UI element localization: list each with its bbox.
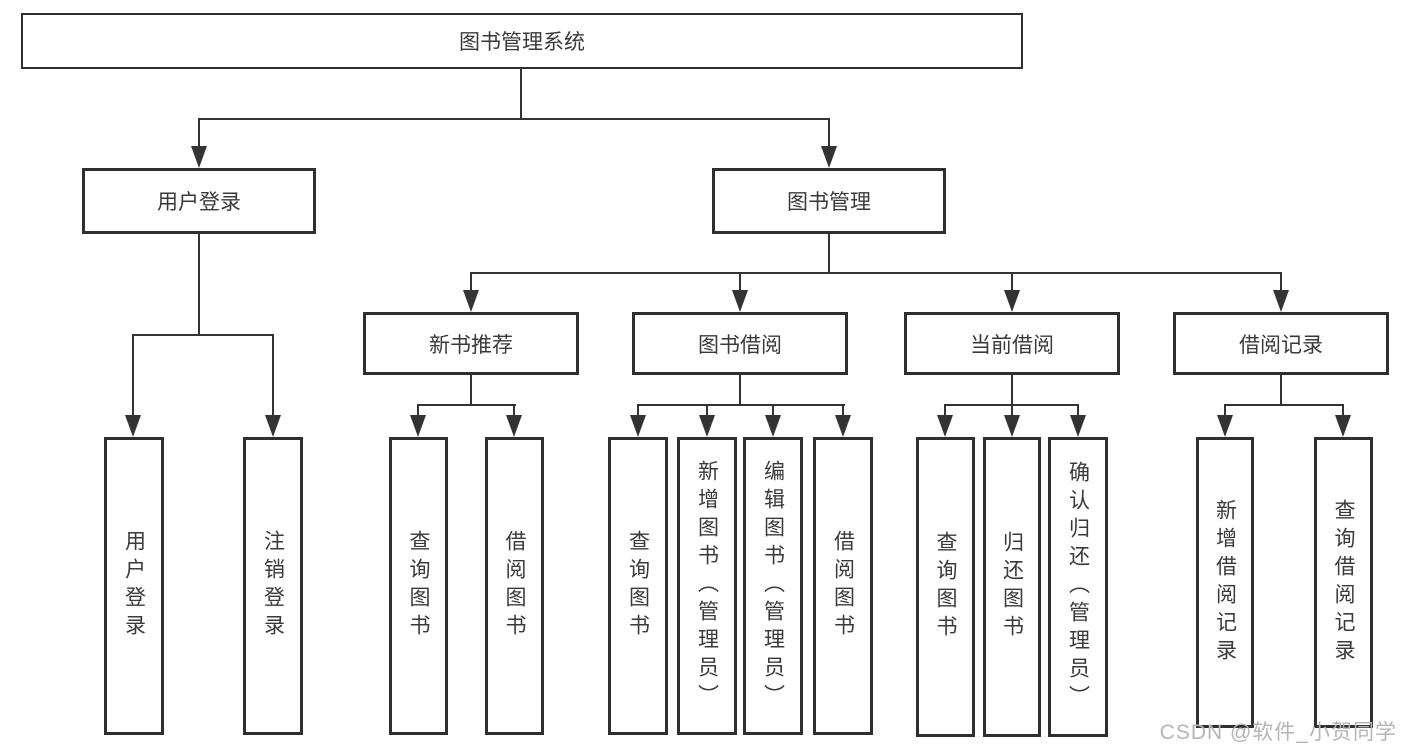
connector-line	[417, 404, 419, 417]
leaf-edit-books-admin: 编辑图书（管理员）	[743, 437, 803, 735]
leaf-query-books-recommend: 查询图书	[389, 437, 448, 735]
connector-line	[1342, 404, 1344, 417]
connector-line	[828, 118, 830, 148]
connector-line	[520, 68, 522, 119]
arrow-down-icon	[125, 415, 141, 437]
connector-line	[1280, 375, 1282, 406]
leaf-label: 借阅图书	[503, 530, 526, 642]
connector-line	[132, 334, 274, 336]
leaf-label: 注销登录	[261, 530, 285, 642]
node-current-borrowing: 当前借阅	[904, 312, 1120, 375]
connector-line	[944, 404, 946, 417]
leaf-label: 查询借阅记录	[1332, 498, 1355, 667]
leaf-borrow-books: 借阅图书	[813, 437, 873, 735]
connector-line	[828, 234, 830, 274]
node-label: 图书借阅	[698, 333, 782, 357]
node-label: 借阅记录	[1239, 333, 1323, 357]
node-borrowing-records: 借阅记录	[1173, 312, 1389, 375]
connector-line	[1011, 272, 1013, 292]
connector-line	[1077, 404, 1079, 417]
arrow-down-icon	[1217, 415, 1233, 437]
leaf-confirm-return-admin: 确认归还（管理员）	[1048, 437, 1108, 737]
arrow-down-icon	[821, 146, 837, 168]
arrow-down-icon	[835, 415, 851, 437]
leaf-return-books: 归还图书	[983, 437, 1041, 737]
arrow-down-icon	[1070, 415, 1086, 437]
leaf-add-borrow-record: 新增借阅记录	[1196, 437, 1254, 728]
leaf-label: 查询图书	[626, 530, 650, 642]
node-library-management-system: 图书管理系统	[21, 13, 1023, 69]
leaf-label: 归还图书	[1000, 531, 1024, 643]
node-label: 图书管理	[787, 191, 871, 214]
connector-line	[1011, 375, 1013, 406]
node-label: 图书管理系统	[459, 31, 585, 54]
connector-line	[1224, 404, 1226, 417]
arrow-down-icon	[191, 146, 207, 168]
connector-line	[132, 334, 134, 415]
node-new-book-recommendation: 新书推荐	[363, 312, 579, 375]
connector-line	[842, 404, 844, 417]
leaf-query-books-borrowing: 查询图书	[608, 437, 668, 735]
leaf-label: 借阅图书	[831, 530, 855, 642]
connector-line	[739, 375, 741, 406]
node-label: 当前借阅	[970, 333, 1054, 357]
node-book-management: 图书管理	[712, 168, 946, 234]
leaf-label: 用户登录	[122, 530, 146, 642]
arrow-down-icon	[463, 290, 479, 312]
node-book-borrowing: 图书借阅	[632, 312, 848, 375]
leaf-query-borrow-record: 查询借阅记录	[1314, 437, 1373, 728]
connector-line	[470, 272, 472, 292]
leaf-logout: 注销登录	[243, 437, 303, 735]
connector-line	[470, 375, 472, 406]
leaf-borrow-books-recommend: 借阅图书	[485, 437, 544, 735]
node-label: 新书推荐	[429, 333, 513, 357]
leaf-query-books-current: 查询图书	[916, 437, 975, 737]
arrow-down-icon	[732, 290, 748, 312]
connector-line	[1011, 404, 1013, 417]
leaf-label: 查询图书	[407, 530, 430, 642]
arrow-down-icon	[630, 415, 646, 437]
connector-line	[272, 334, 274, 415]
leaf-add-books-admin: 新增图书（管理员）	[677, 437, 737, 735]
arrow-down-icon	[410, 415, 426, 437]
arrow-down-icon	[765, 415, 781, 437]
connector-line	[739, 272, 741, 292]
csdn-watermark: CSDN @软件_小贺同学	[1159, 721, 1397, 744]
leaf-label: 新增借阅记录	[1213, 498, 1237, 667]
connector-line	[637, 404, 639, 417]
connector-line	[513, 404, 515, 417]
arrow-down-icon	[699, 415, 715, 437]
connector-line	[1224, 404, 1344, 406]
arrow-down-icon	[937, 415, 953, 437]
node-user-login: 用户登录	[82, 168, 316, 234]
arrow-down-icon	[506, 415, 522, 437]
leaf-label: 编辑图书（管理员）	[761, 460, 785, 712]
leaf-label: 新增图书（管理员）	[695, 460, 719, 712]
leaf-label: 查询图书	[934, 531, 957, 643]
connector-line	[470, 272, 1282, 274]
leaf-label: 确认归还（管理员）	[1066, 461, 1090, 713]
node-label: 用户登录	[157, 191, 241, 214]
connector-line	[198, 234, 200, 336]
connector-line	[1280, 272, 1282, 292]
arrow-down-icon	[1004, 290, 1020, 312]
arrow-down-icon	[1004, 415, 1020, 437]
connector-line	[637, 404, 845, 406]
arrow-down-icon	[265, 415, 281, 437]
connector-line	[706, 404, 708, 417]
connector-line	[198, 118, 200, 148]
arrow-down-icon	[1273, 290, 1289, 312]
leaf-user-login: 用户登录	[104, 437, 164, 735]
connector-line	[417, 404, 516, 406]
arrow-down-icon	[1335, 415, 1351, 437]
connector-line	[772, 404, 774, 417]
connector-line	[198, 118, 830, 120]
